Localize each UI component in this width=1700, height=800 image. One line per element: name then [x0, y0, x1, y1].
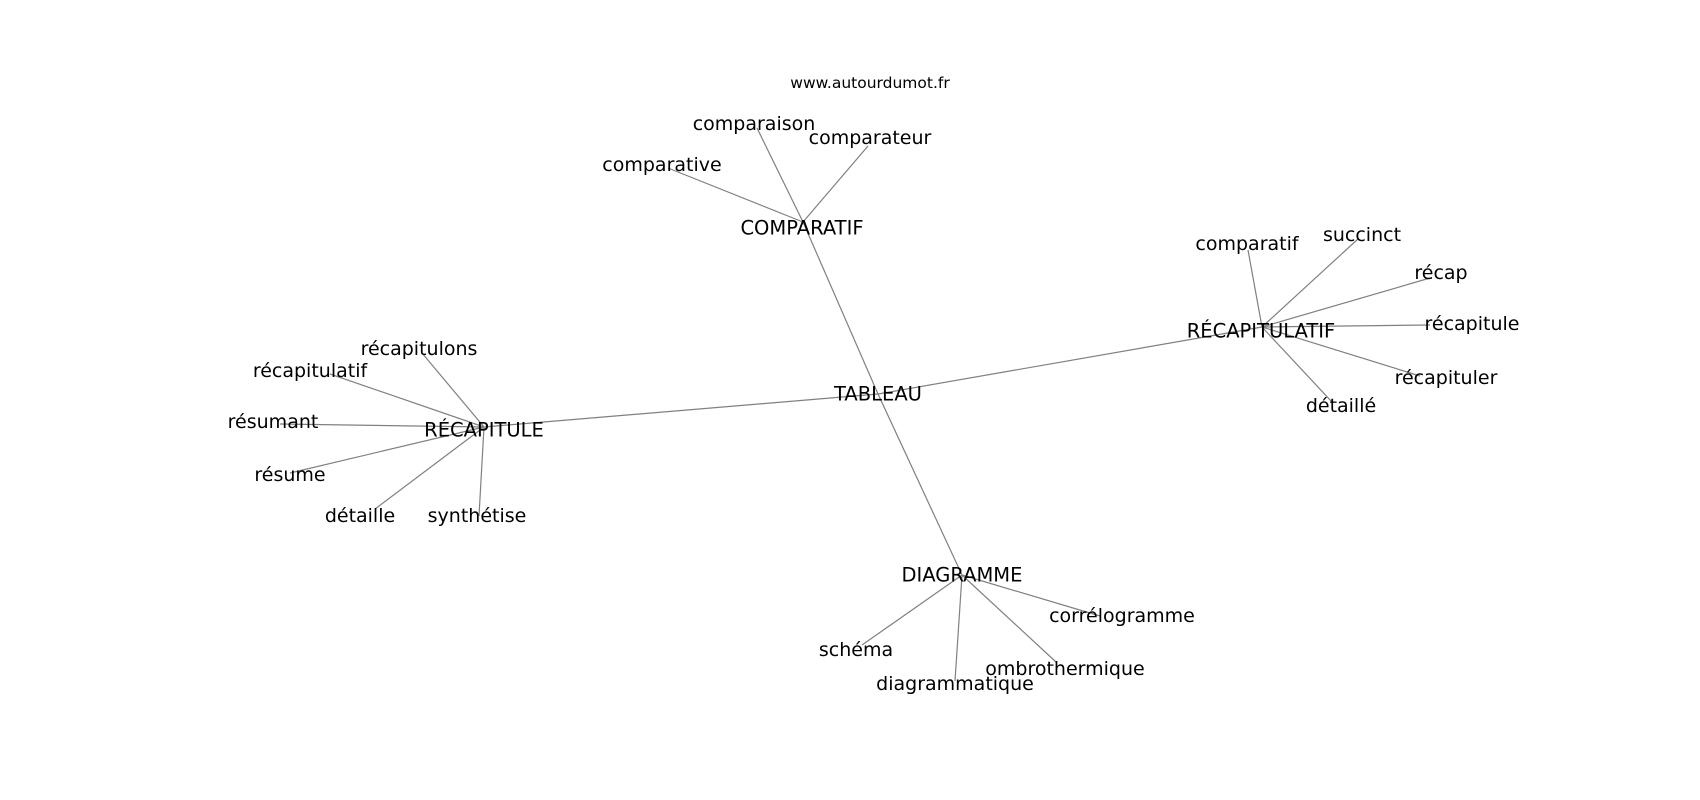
edge-center-hub: [483, 393, 879, 428]
leaf-node: schéma: [819, 639, 893, 661]
edge-hub-child: [374, 426, 485, 510]
leaf-node: détaille: [325, 505, 395, 527]
hub-node: RÉCAPITULE: [424, 419, 544, 442]
hub-node: RÉCAPITULATIF: [1187, 320, 1336, 343]
leaf-node: corrélogramme: [1049, 605, 1195, 627]
hub-node: COMPARATIF: [740, 217, 863, 240]
edge-hub-child: [1261, 324, 1431, 328]
edge-hub-child: [961, 574, 1101, 617]
edge-hub-child: [954, 574, 963, 682]
leaf-node: récapitulons: [361, 338, 478, 360]
edge-hub-child: [1261, 277, 1431, 328]
edge-hub-child: [279, 423, 485, 428]
leaf-node: comparative: [602, 154, 721, 176]
edge-hub-child: [1261, 238, 1359, 328]
edge-hub-child: [421, 352, 485, 428]
edge-hub-child: [478, 426, 485, 517]
edge-hub-child: [756, 127, 804, 223]
leaf-node: comparateur: [809, 127, 932, 149]
edge-hub-child: [961, 574, 1057, 663]
edge-center-hub: [877, 326, 1263, 395]
leaf-node: récap: [1414, 262, 1467, 284]
leaf-node: comparatif: [1195, 233, 1299, 255]
center-node: TABLEAU: [833, 383, 922, 406]
leaf-node: résume: [254, 464, 325, 486]
hub-node: DIAGRAMME: [902, 564, 1023, 587]
edge-hub-child: [1261, 326, 1421, 377]
edge-hub-child: [329, 373, 485, 428]
leaf-node: détaillé: [1306, 395, 1376, 417]
leaf-node: comparaison: [693, 113, 816, 135]
edge-hub-child: [861, 574, 963, 646]
edge-hub-child: [1261, 326, 1333, 403]
leaf-node: succinct: [1323, 224, 1401, 246]
leaf-node: récapituler: [1395, 367, 1498, 389]
edge-hub-child: [1247, 249, 1263, 328]
edge-hub-child: [667, 167, 804, 223]
edge-center-hub: [802, 221, 879, 395]
leaf-node: récapitulatif: [253, 360, 369, 382]
edge-center-hub: [877, 393, 963, 576]
edge-hub-child: [802, 145, 869, 223]
leaf-node: ombrothermique: [985, 658, 1144, 680]
leaf-node: diagrammatique: [876, 673, 1034, 695]
leaf-node: récapitule: [1425, 313, 1520, 335]
leaf-node: résumant: [228, 411, 319, 433]
edge-hub-child: [289, 426, 485, 474]
leaf-node: synthétise: [428, 505, 527, 527]
labels-layer: www.autourdumot.fr TABLEAU COMPARATIF comp…: [228, 74, 1520, 695]
edges-layer: [279, 127, 1431, 682]
source-label: www.autourdumot.fr: [790, 74, 950, 92]
